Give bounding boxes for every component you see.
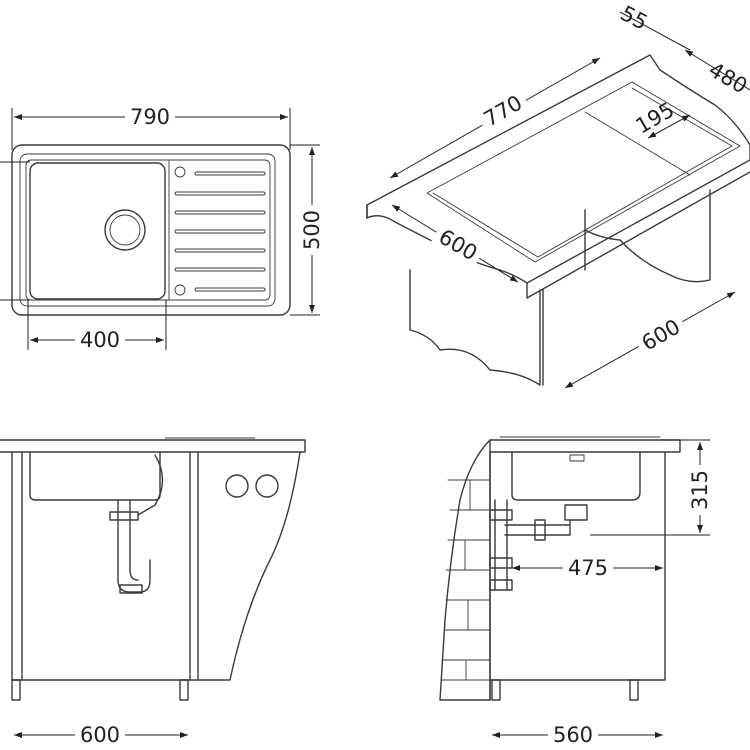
overflow-hole-icon	[225, 474, 249, 498]
cutout-depth-label: 480	[705, 58, 750, 99]
sink-outline	[11, 144, 291, 316]
front-cabinet-width-label: 600	[80, 723, 120, 747]
drainer-offset-label: 195	[632, 98, 679, 139]
top-width-label: 790	[130, 105, 170, 129]
top-depth-label: 500	[300, 210, 324, 250]
siphon-pipe	[109, 454, 164, 594]
isometric-view: 770 195 55 480 600 600	[366, 1, 750, 389]
bowl-section	[29, 451, 161, 501]
drain-offset-label: 475	[568, 556, 608, 580]
drainer-ribs	[174, 166, 266, 296]
side-cabinet-depth-label: 560	[553, 723, 593, 747]
side-view: 315 475 560	[439, 436, 712, 748]
bowl-depth-label: 315	[688, 470, 712, 510]
front-view: 600	[0, 437, 306, 748]
overflow-hole-icon	[255, 474, 279, 498]
bowl-section-side	[511, 451, 641, 501]
drain-pipe-side	[489, 499, 588, 591]
drain-icon	[104, 209, 146, 251]
top-view: 790 500 400	[0, 104, 324, 353]
rim-label: 55	[617, 1, 652, 35]
bowl-width-label: 400	[80, 328, 120, 352]
wall-bricks	[439, 439, 491, 701]
bowl	[29, 162, 166, 300]
